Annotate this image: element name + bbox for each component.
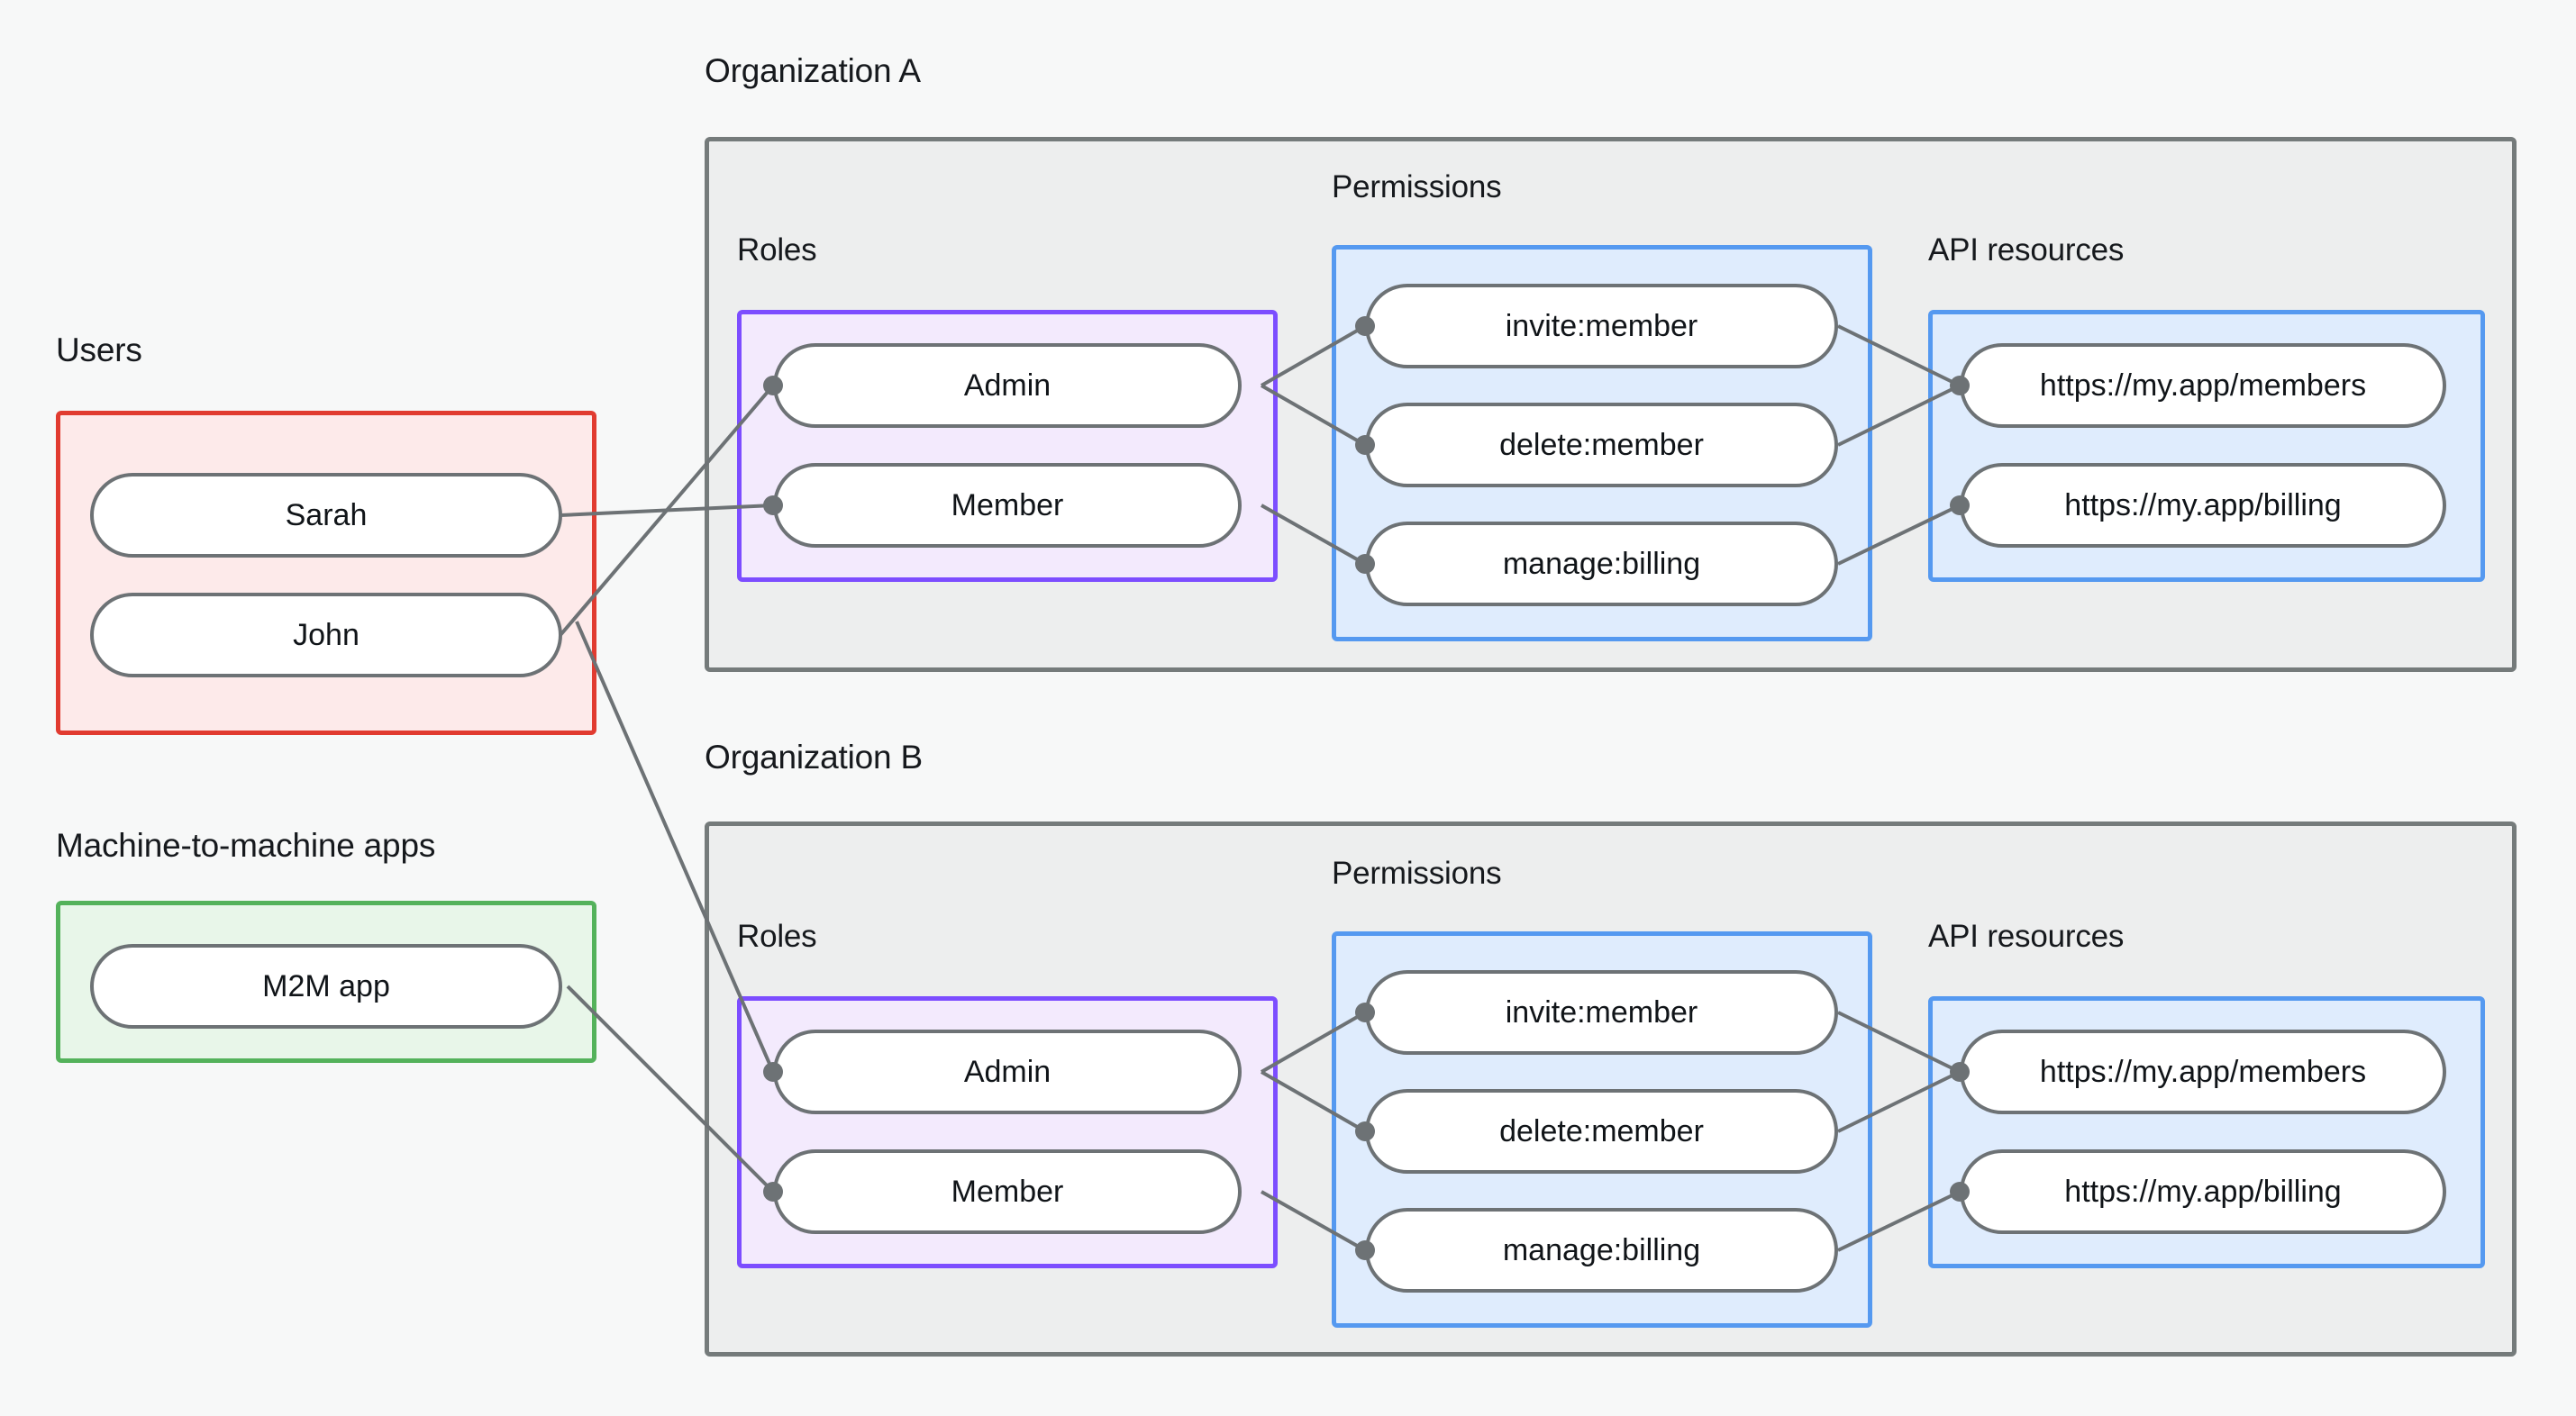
org-a-roles-label: Roles (737, 232, 817, 268)
organization-b-label: Organization B (705, 739, 923, 776)
org-b-permission-manage-billing[interactable]: manage:billing (1365, 1208, 1838, 1293)
org-a-permission-invite-member[interactable]: invite:member (1365, 284, 1838, 368)
org-a-permission-manage-billing[interactable]: manage:billing (1365, 522, 1838, 606)
org-b-role-admin[interactable]: Admin (773, 1030, 1242, 1114)
org-b-permissions-label: Permissions (1332, 856, 1502, 891)
org-b-api-resource-billing[interactable]: https://my.app/billing (1960, 1149, 2446, 1234)
org-b-permission-delete-member[interactable]: delete:member (1365, 1089, 1838, 1174)
org-b-role-member[interactable]: Member (773, 1149, 1242, 1234)
org-a-api-resource-billing[interactable]: https://my.app/billing (1960, 463, 2446, 548)
org-a-permissions-label: Permissions (1332, 169, 1502, 204)
org-a-api-resources-label: API resources (1928, 232, 2125, 268)
organization-a-label: Organization A (705, 52, 921, 89)
org-b-api-resources-label: API resources (1928, 919, 2125, 954)
org-a-role-admin[interactable]: Admin (773, 343, 1242, 428)
org-b-permission-invite-member[interactable]: invite:member (1365, 970, 1838, 1055)
org-a-role-member[interactable]: Member (773, 463, 1242, 548)
org-b-roles-label: Roles (737, 919, 817, 954)
org-a-api-resource-members[interactable]: https://my.app/members (1960, 343, 2446, 428)
users-container (56, 411, 596, 735)
user-node-john[interactable]: John (90, 593, 562, 677)
m2m-node-app[interactable]: M2M app (90, 944, 562, 1029)
m2m-group-label: Machine-to-machine apps (56, 827, 436, 864)
org-a-permission-delete-member[interactable]: delete:member (1365, 403, 1838, 487)
org-b-api-resource-members[interactable]: https://my.app/members (1960, 1030, 2446, 1114)
users-group-label: Users (56, 331, 142, 368)
user-node-sarah[interactable]: Sarah (90, 473, 562, 558)
